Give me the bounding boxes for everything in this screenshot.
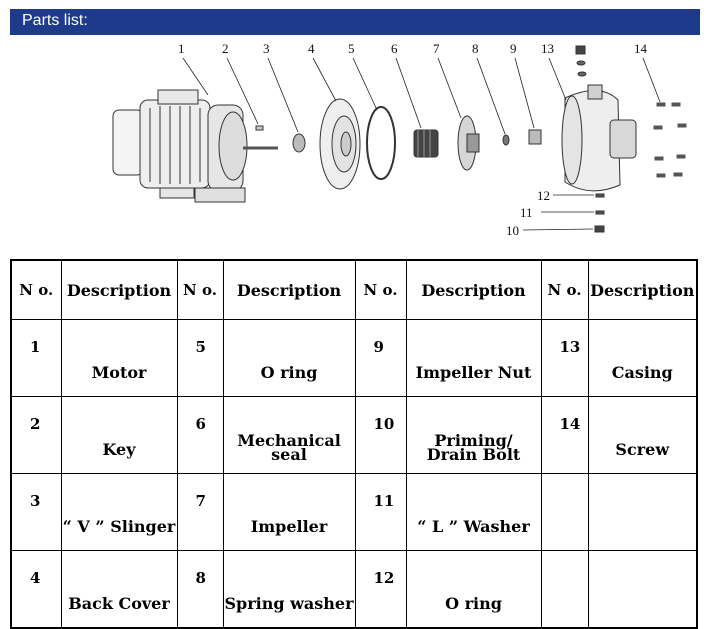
empty-cell (540, 473, 589, 551)
callout-14: 14 (634, 41, 648, 56)
part-description: Back Cover (60, 550, 178, 629)
callout-2: 2 (222, 41, 229, 56)
part-description: O ring (222, 319, 356, 397)
parts-list-header: Parts list: (10, 9, 700, 35)
no-header: N o. (354, 259, 407, 320)
part-description: Impeller (222, 473, 356, 551)
part-number: 7 (176, 473, 224, 551)
empty-cell (540, 550, 589, 629)
mechanical-seal-drawing (413, 129, 439, 158)
callout-12: 12 (537, 188, 550, 203)
part-number: 8 (176, 550, 224, 629)
callout-3: 3 (263, 41, 270, 56)
no-header: N o. (176, 259, 224, 320)
callout-10: 10 (506, 223, 519, 238)
empty-cell (587, 473, 698, 551)
motor-drawing (112, 89, 278, 203)
callout-9: 9 (510, 41, 517, 56)
table-row: 2 Key 6 Mechanical seal 10 Priming/ Drai… (10, 396, 698, 474)
part-number: 5 (176, 319, 224, 397)
part-number: 10 (354, 396, 407, 474)
description-header: Description (222, 259, 356, 320)
callout-6: 6 (391, 41, 398, 56)
part-number: 4 (10, 550, 62, 629)
table-row: 3 “ V ” Slinger 7 Impeller 11 “ L ” Wash… (10, 473, 698, 551)
casing-drawing (561, 84, 637, 192)
part-description: “ L ” Washer (405, 473, 542, 551)
part-number: 9 (354, 319, 407, 397)
part-description: Screw (587, 396, 698, 474)
key-drawing (255, 125, 264, 131)
part-number: 13 (540, 319, 589, 397)
part-description: Motor (60, 319, 178, 397)
table-header-row: N o. Description N o. Description N o. D… (10, 259, 698, 320)
no-header: N o. (540, 259, 589, 320)
parts-list-title: Parts list: (22, 12, 88, 29)
table-row: 1 Motor 5 O ring 9 Impeller Nut 13 Casin… (10, 319, 698, 397)
part-number: 2 (10, 396, 62, 474)
part-description: Casing (587, 319, 698, 397)
no-header: N o. (10, 259, 62, 320)
part-number: 1 (10, 319, 62, 397)
part-number: 11 (354, 473, 407, 551)
callout-1: 1 (178, 41, 185, 56)
exploded-pump-diagram: 1 2 3 4 5 6 7 8 9 13 14 12 11 10 (112, 41, 687, 238)
callout-5: 5 (348, 41, 355, 56)
part-description: Impeller Nut (405, 319, 542, 397)
o-ring-drawing (366, 106, 396, 180)
v-slinger-drawing (292, 133, 306, 153)
table-row: 4 Back Cover 8 Spring washer 12 O ring (10, 550, 698, 629)
part-number: 14 (540, 396, 589, 474)
back-cover-drawing (319, 98, 361, 190)
part-description: Spring washer (222, 550, 356, 629)
part-number: 6 (176, 396, 224, 474)
impeller-drawing (457, 115, 480, 171)
callout-4: 4 (308, 41, 315, 56)
screws-drawing (653, 102, 687, 178)
part-description: Key (60, 396, 178, 474)
callout-13: 13 (541, 41, 554, 56)
description-header: Description (405, 259, 542, 320)
part-description: Mechanical seal (222, 396, 356, 474)
part-description: “ V ” Slinger (60, 473, 178, 551)
part-description: O ring (405, 550, 542, 629)
callout-7: 7 (433, 41, 440, 56)
impeller-nut-drawing (528, 129, 542, 145)
description-header: Description (60, 259, 178, 320)
description-header: Description (587, 259, 698, 320)
callout-11: 11 (520, 205, 533, 220)
spring-washer-drawing (502, 134, 510, 146)
empty-cell (587, 550, 698, 629)
part-description: Priming/ Drain Bolt (405, 396, 542, 474)
part-number: 12 (354, 550, 407, 629)
callout-8: 8 (472, 41, 479, 56)
part-number: 3 (10, 473, 62, 551)
